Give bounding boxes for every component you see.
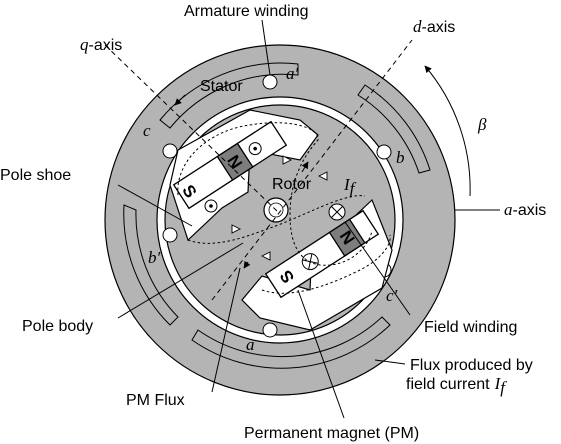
- phase-c-prime-label: c′: [386, 286, 398, 305]
- beta-arc: [424, 65, 471, 197]
- d-axis-label: d-axis: [413, 17, 455, 36]
- phase-a-prime-label: a′: [286, 64, 299, 83]
- leader-pole-shoe: [117, 184, 193, 227]
- rotor-d-arrow-lower: [243, 260, 251, 269]
- coil-dot-2-center: [209, 204, 213, 208]
- leader-pole-body: [117, 242, 244, 319]
- flux-arrow-2: [231, 224, 242, 234]
- slot-b-prime: [162, 227, 178, 243]
- pole-body-label: Pole body: [22, 318, 93, 335]
- flux-path-pm: [187, 195, 366, 244]
- leader-pm-flux: [211, 267, 241, 393]
- slot-a: [262, 322, 278, 338]
- armature-coil-upper: [159, 62, 299, 129]
- flux-arrow-4: [260, 251, 271, 261]
- flux-arrow-1: [282, 155, 293, 165]
- magnet-lower-right: N S: [264, 209, 380, 299]
- q-axis-suffix: -axis: [89, 37, 123, 54]
- q-axis-label: q-axis: [80, 35, 122, 54]
- d-axis-line: [211, 39, 413, 301]
- rotor-d-arrow-upper: [301, 161, 309, 173]
- armature-winding-label: Armature winding: [184, 3, 309, 20]
- magnet-upper-left-north: [216, 142, 254, 181]
- flux-field-label-line1: Flux produced by: [410, 357, 533, 374]
- magnet-lower-right-north: [328, 218, 366, 257]
- leader-armature: [261, 19, 271, 76]
- phase-b-label: b: [396, 148, 405, 167]
- permanent-magnet-label: Permanent magnet (PM): [244, 425, 419, 442]
- a-axis-letter: a: [504, 200, 513, 219]
- flux-path-field: [177, 122, 373, 266]
- rotor-shaft-inner: [268, 202, 284, 218]
- rotor-current-label: If: [343, 175, 357, 198]
- field-winding-label: Field winding: [424, 319, 517, 336]
- armature-coil-right: [357, 84, 431, 174]
- armature-coil-left: [123, 204, 179, 326]
- flux-arrow-3: [317, 171, 328, 181]
- flux-field-current-symbol: I: [494, 374, 502, 393]
- leader-flux-field: [374, 359, 406, 365]
- pole-shoe-label: Pole shoe: [0, 167, 71, 184]
- slot-a-prime: [262, 74, 278, 90]
- q-axis-line: [104, 44, 279, 213]
- phase-b-prime-label: b′: [148, 248, 161, 267]
- slot-b: [376, 144, 392, 160]
- phase-c-label: c: [143, 121, 151, 140]
- stator-label: Stator: [200, 78, 243, 95]
- rotor-current-subscript: f: [350, 179, 357, 198]
- rotor-label: Rotor: [272, 176, 312, 193]
- flux-field-current-text: field current: [406, 376, 490, 393]
- leader-field-winding: [344, 221, 411, 316]
- a-axis-label: a-axis: [504, 200, 546, 219]
- a-axis-suffix: -axis: [513, 202, 547, 219]
- q-axis-letter: q: [80, 35, 89, 54]
- coil-dot-1-center: [253, 146, 257, 151]
- coil-cross-2-mark: [331, 206, 343, 218]
- rotor-current-symbol: I: [343, 175, 351, 194]
- beta-label: β: [477, 115, 487, 134]
- leader-pm: [297, 289, 345, 419]
- slot-c: [162, 143, 178, 159]
- armature-coil-lower: [191, 316, 391, 369]
- d-axis-letter: d: [413, 17, 422, 36]
- phase-a-label: a: [246, 335, 255, 354]
- stator-field-arrow: [174, 94, 186, 106]
- flux-field-current-subscript: f: [500, 378, 507, 397]
- pm-flux-label: PM Flux: [126, 392, 185, 409]
- d-axis-suffix: -axis: [422, 19, 456, 36]
